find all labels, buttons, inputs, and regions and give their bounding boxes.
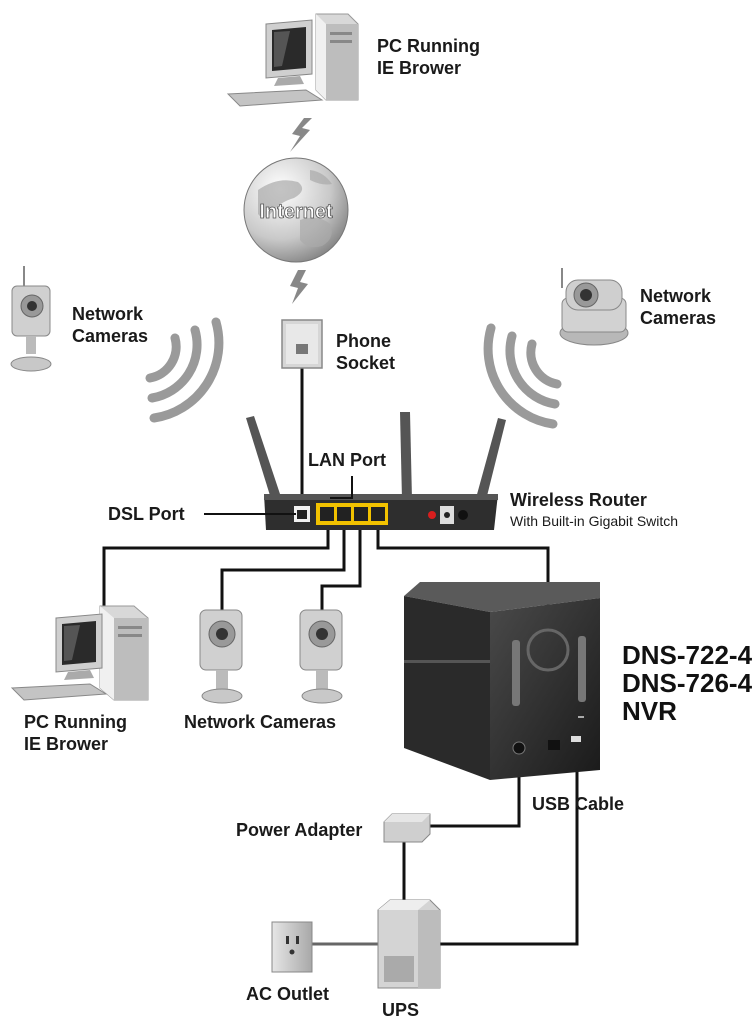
phone-socket-label-line1: Phone (336, 331, 391, 351)
pc-bottom-label-line1: PC Running (24, 712, 127, 732)
ptz-camera-icon (559, 268, 629, 346)
network-camera-icon (10, 266, 52, 372)
dsl-port-label: DSL Port (108, 504, 185, 524)
phone-socket-icon (281, 319, 323, 369)
globe-icon (243, 157, 349, 263)
pc-top-label-line1: PC Running (377, 36, 480, 56)
nvr-label-line3: NVR (622, 696, 677, 726)
phone-socket-label-line2: Socket (336, 353, 395, 373)
nvr-label-line2: DNS-726-4 (622, 668, 753, 698)
lan-cable-cam2 (320, 522, 362, 610)
network-camera-icon (199, 609, 243, 704)
internet-label: Internet (259, 201, 333, 223)
desktop-pc-icon (226, 13, 359, 107)
router-label-line2: With Built-in Gigabit Switch (510, 513, 678, 529)
desktop-pc-icon (10, 605, 149, 701)
power-adapter-icon (383, 813, 431, 843)
cam-right-label-line2: Cameras (640, 308, 716, 328)
pc-top-label-line2: IE Brower (377, 58, 461, 78)
lan-port-label: LAN Port (308, 450, 386, 470)
lightning-icon (290, 270, 308, 304)
ac-outlet-icon (271, 921, 313, 973)
ups-icon (377, 899, 441, 989)
lightning-icon (290, 118, 312, 152)
cam-right-label-line1: Network (640, 286, 712, 306)
wireless-waves-icon (483, 323, 562, 429)
usb-cable (440, 748, 579, 946)
lan-cable-pc (102, 522, 330, 610)
nvr-label-line1: DNS-722-4 (622, 640, 753, 670)
pc-bottom-label-line2: IE Brower (24, 734, 108, 754)
lan-port-pointer (330, 476, 353, 499)
router-icon (246, 412, 506, 530)
power-adapter-label: Power Adapter (236, 820, 362, 840)
cam-left-label-line2: Cameras (72, 326, 148, 346)
usb-cable-label: USB Cable (532, 794, 624, 814)
network-camera-icon (299, 609, 343, 704)
ac-outlet-label: AC Outlet (246, 984, 329, 1004)
wireless-waves-icon (145, 317, 224, 423)
network-cameras-label: Network Cameras (184, 712, 336, 732)
cam-left-label-line1: Network (72, 304, 144, 324)
lan-cable-cam1 (220, 522, 346, 610)
router-label-line1: Wireless Router (510, 490, 647, 510)
nvr-icon (404, 582, 600, 780)
ups-label: UPS (382, 1000, 419, 1020)
